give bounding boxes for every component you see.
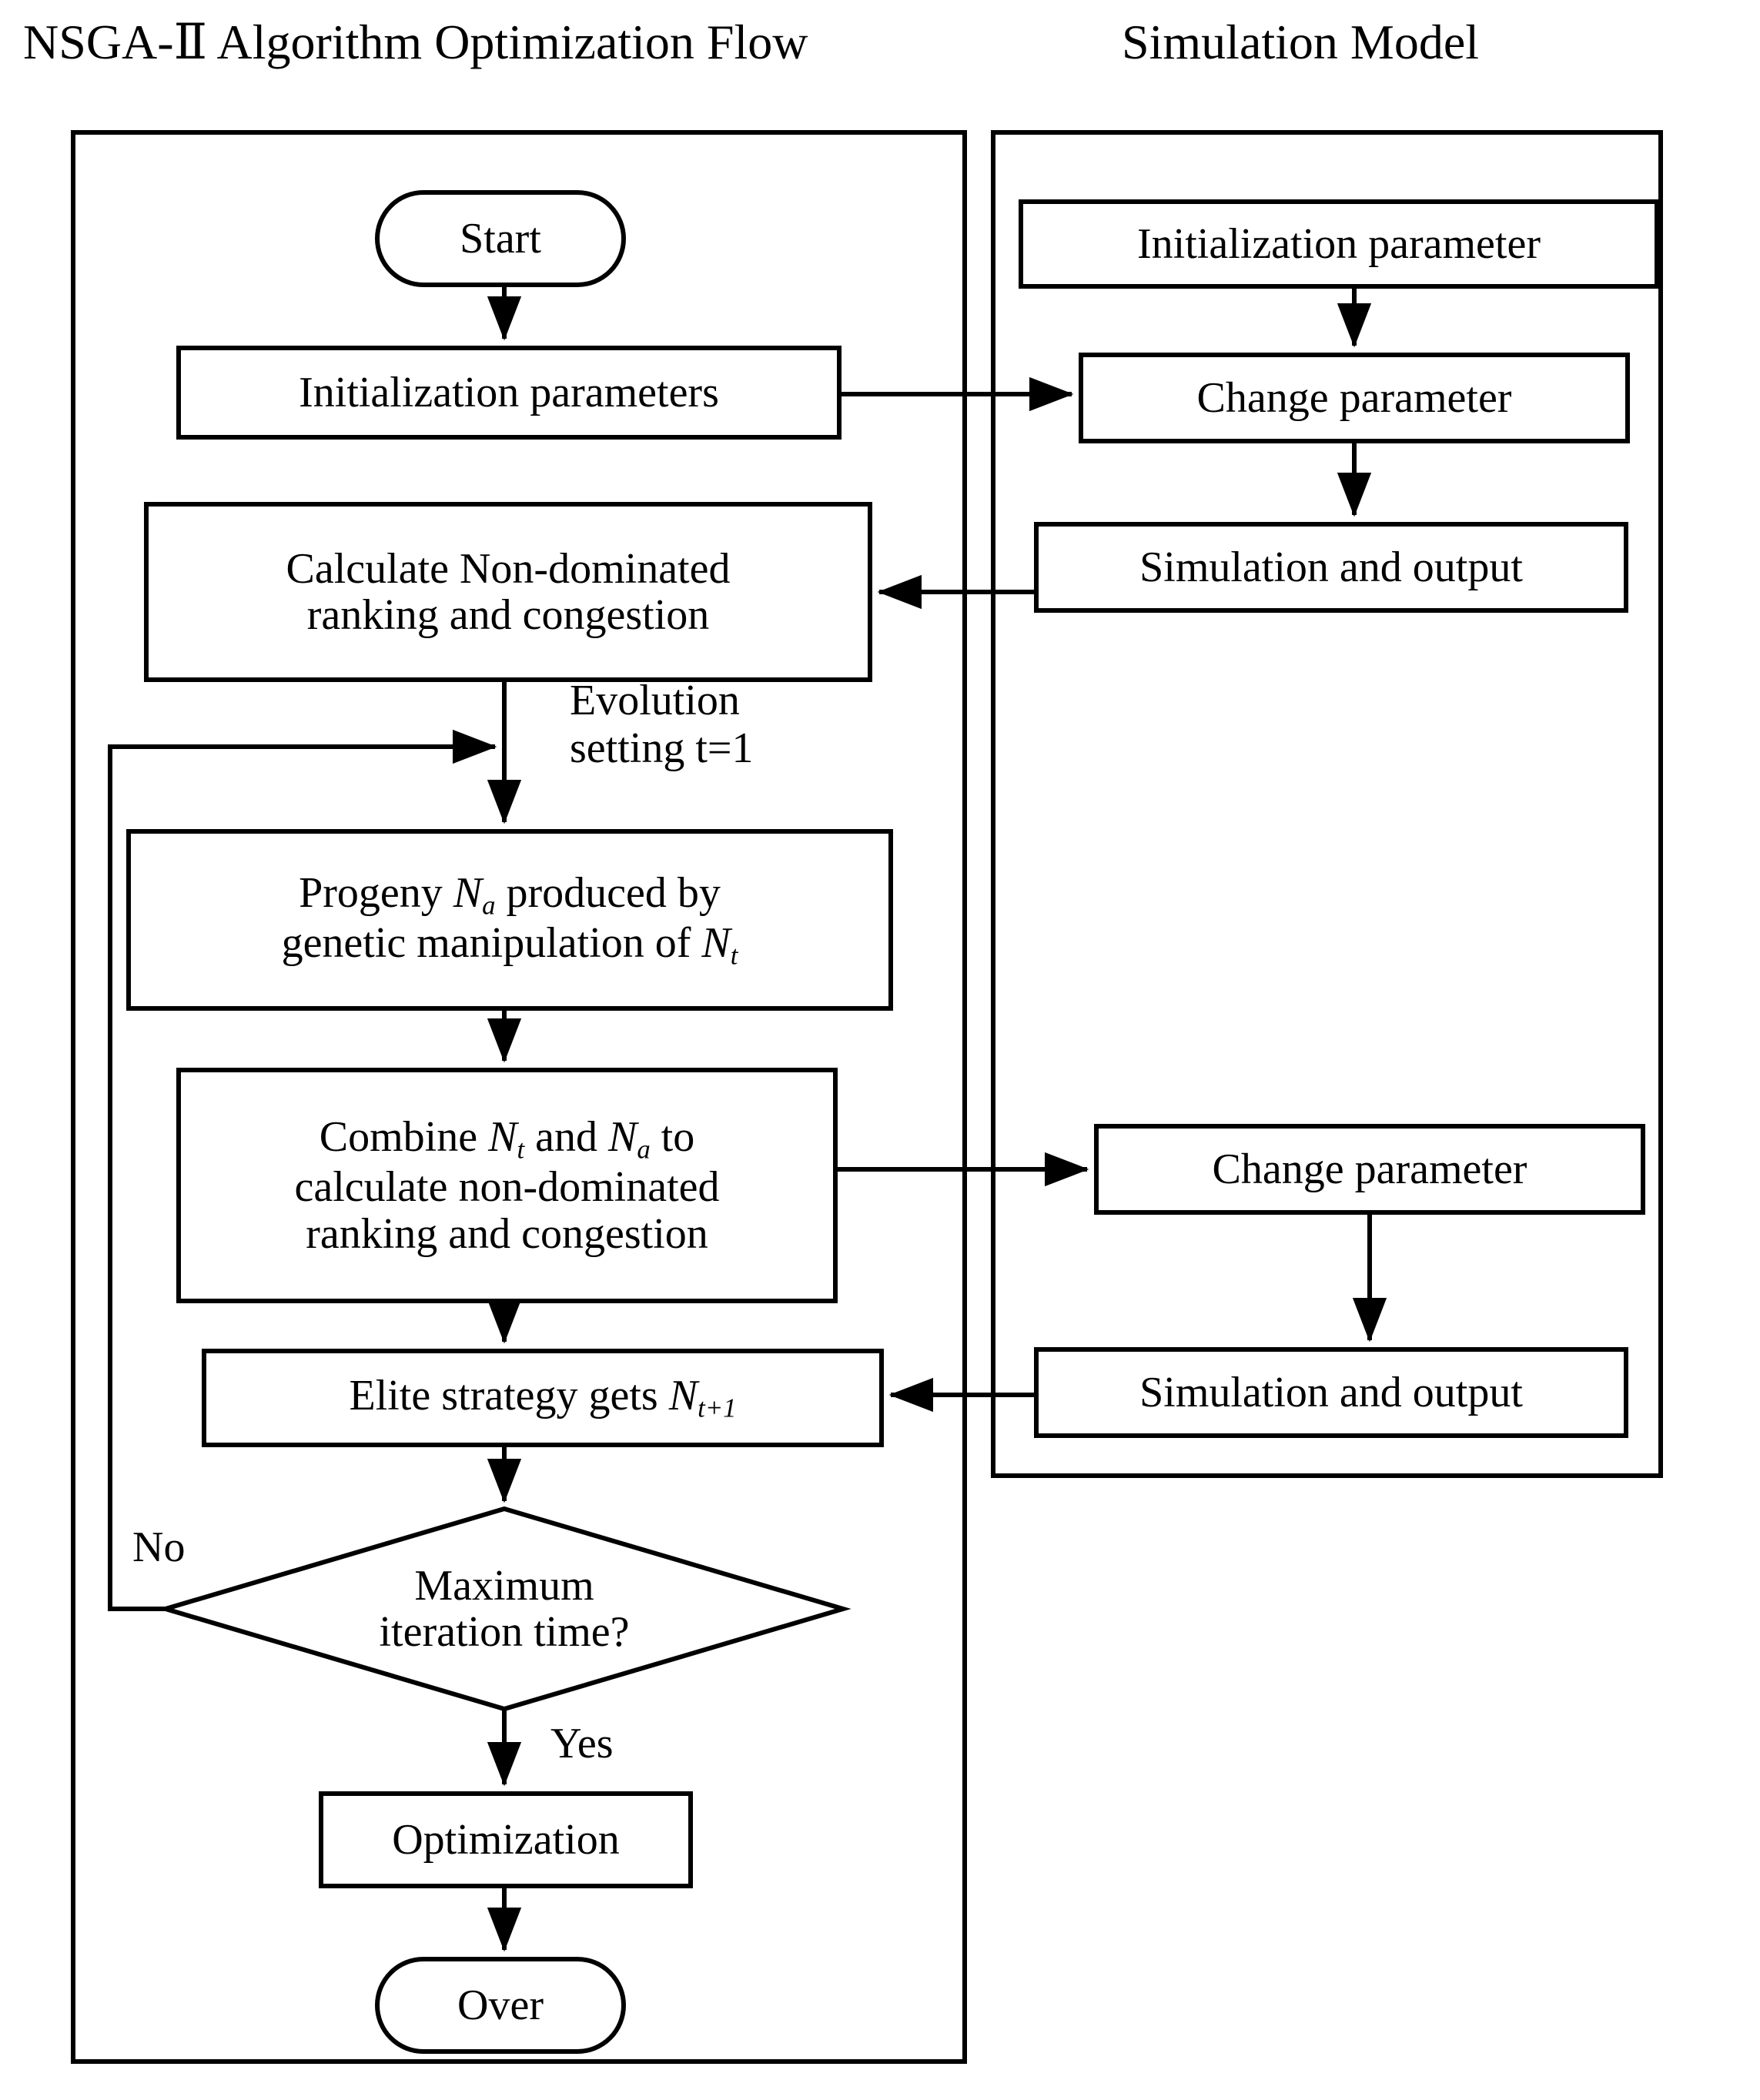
edge-label-no: No xyxy=(132,1523,186,1571)
calc-rank-node-label: Calculate Non-dominated ranking and cong… xyxy=(286,544,731,639)
over-node-label: Over xyxy=(457,1981,544,2029)
combine-line2: calculate non-dominated xyxy=(294,1163,720,1212)
combine-line1-prefix: Combine xyxy=(319,1112,489,1161)
elite-subscript-t1: t+1 xyxy=(698,1393,737,1424)
optimization-node-label: Optimization xyxy=(392,1815,620,1864)
progeny-symbol-n: N xyxy=(453,868,483,917)
progeny-line1-suffix: produced by xyxy=(495,868,721,917)
combine-symbol-na: N xyxy=(607,1112,637,1161)
combine-node-shape xyxy=(176,1068,838,1303)
sim-output-2-node-label: Simulation and output xyxy=(1139,1368,1523,1416)
combine-node-label: Combine Nt and Na to calculate non-domin… xyxy=(179,1070,835,1301)
combine-line3: ranking and congestion xyxy=(306,1209,708,1258)
combine-line1-suffix: to xyxy=(650,1112,695,1161)
elite-node-shape xyxy=(202,1349,884,1447)
sim-init-node-shape xyxy=(1019,199,1659,289)
progeny-subscript-a: a xyxy=(482,890,496,921)
start-node-shape xyxy=(375,190,626,287)
nsga-column-panel xyxy=(71,130,967,2064)
sim-change-1-node-label: Change parameter xyxy=(1196,373,1512,422)
init-params-node-label: Initialization parameters xyxy=(299,368,719,416)
combine-subscript-t: t xyxy=(517,1134,525,1165)
progeny-symbol-n2: N xyxy=(701,919,731,967)
progeny-line1-prefix: Progeny xyxy=(299,868,453,917)
progeny-subscript-t: t xyxy=(730,940,738,971)
edge-label-evolution: Evolution setting t=1 xyxy=(570,677,754,772)
decision-node-label: Maximum iteration time? xyxy=(379,1561,630,1656)
elite-symbol-n: N xyxy=(668,1372,698,1420)
nsga-column-title: NSGA-Ⅱ Algorithm Optimization Flow xyxy=(23,15,808,69)
edge-label-yes: Yes xyxy=(550,1720,614,1767)
edge-feedback-loop-no xyxy=(108,729,497,1611)
sim-output-1-node-label: Simulation and output xyxy=(1139,543,1523,591)
sim-init-node-label: Initialization parameter xyxy=(1137,219,1541,268)
combine-line1-mid: and xyxy=(524,1112,608,1161)
start-node-label: Start xyxy=(460,214,541,262)
progeny-line2-prefix: genetic manipulation of xyxy=(281,919,702,967)
combine-subscript-a: a xyxy=(637,1134,651,1165)
calc-rank-node-shape xyxy=(144,502,872,682)
progeny-node-label: Progeny Na produced by genetic manipulat… xyxy=(129,831,891,1008)
combine-symbol-nt: N xyxy=(488,1112,517,1161)
elite-prefix: Elite strategy gets xyxy=(349,1372,669,1420)
simulation-column-title: Simulation Model xyxy=(1122,15,1479,69)
progeny-node-shape xyxy=(126,829,893,1011)
over-node-shape xyxy=(375,1957,626,2054)
sim-output-2-node-shape xyxy=(1034,1347,1628,1438)
sim-change-2-node-label: Change parameter xyxy=(1212,1145,1527,1193)
sim-change-2-node-shape xyxy=(1094,1124,1645,1215)
sim-output-1-node-shape xyxy=(1034,522,1628,613)
elite-node-label: Elite strategy gets Nt+1 xyxy=(204,1351,882,1445)
simulation-column-panel xyxy=(991,130,1663,1478)
